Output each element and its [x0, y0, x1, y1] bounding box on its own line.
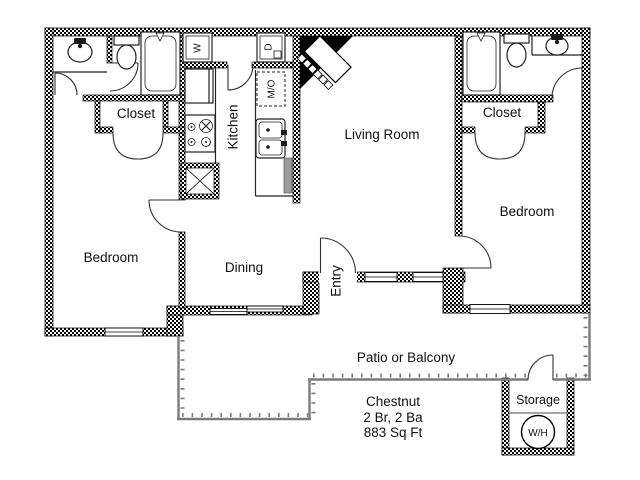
- wall-storage-left: [501, 377, 510, 456]
- wall-closet-left-e: [162, 100, 169, 128]
- window-dining-1: [209, 308, 248, 315]
- tub-faucet-left-icon: [155, 32, 165, 42]
- patio-railing: [177, 313, 591, 421]
- label-water-heater: W/H: [528, 428, 547, 439]
- door-entry: [319, 237, 357, 274]
- label-closet-right: Closet: [483, 105, 522, 120]
- label-patio: Patio or Balcony: [357, 350, 456, 365]
- wall-closet-right-w-foot: [461, 126, 476, 134]
- window-bedroom-left: [104, 327, 144, 337]
- label-storage: Storage: [516, 393, 560, 407]
- label-beds-baths: 2 Br, 2 Ba: [363, 410, 423, 425]
- water-heater-icon: [520, 414, 556, 450]
- label-plan-name: Chestnut: [366, 394, 420, 409]
- wall-kitchen-living-divider: [292, 35, 301, 204]
- door-storage: [527, 354, 554, 381]
- wall-bath-right-bottom: [461, 94, 554, 103]
- wall-right: [581, 27, 591, 314]
- wall-bedroom-right-bottom: [442, 304, 591, 314]
- label-closet-left: Closet: [117, 106, 156, 121]
- label-kitchen: Kitchen: [226, 104, 241, 149]
- wall-closet-left-w-foot: [99, 126, 114, 134]
- bathroom-right: [462, 31, 582, 96]
- wall-bath-left-bottom: [82, 94, 186, 102]
- door-closet-right: [474, 132, 526, 160]
- label-bedroom-right: Bedroom: [500, 204, 555, 219]
- corner-fireplace-icon: [296, 35, 353, 90]
- window-living-1: [364, 272, 398, 282]
- label-entry: Entry: [329, 265, 344, 297]
- toilet-left-bowl: [116, 44, 137, 70]
- door-bath-left: [54, 72, 78, 96]
- tub-faucet-right-icon: [476, 32, 486, 42]
- kitchen-sink-icon: [255, 118, 287, 159]
- door-laundry: [227, 64, 254, 91]
- window-bedroom-right: [469, 304, 511, 314]
- toilet-left-tank: [113, 35, 140, 46]
- window-dining-2: [246, 305, 284, 313]
- window-living-2: [412, 272, 444, 282]
- label-living-room: Living Room: [344, 127, 419, 142]
- doors: [54, 62, 583, 381]
- wall-vanity-divider: [106, 35, 113, 64]
- faucet-left-icon: [74, 38, 86, 44]
- wall-closet-left-w: [94, 100, 101, 134]
- wall-closet-right-e: [537, 101, 546, 128]
- dishwasher-icon: [283, 157, 293, 194]
- faucet-right-icon: [551, 34, 563, 40]
- interior-walls: [82, 35, 554, 309]
- front-door-opening: [319, 271, 357, 283]
- toilet-right-tank: [503, 33, 530, 44]
- door-closet-left: [112, 132, 164, 160]
- door-bath-right: [551, 67, 583, 99]
- toilet-right-bowl: [506, 42, 527, 68]
- door-bedroom-right: [458, 235, 492, 269]
- wall-left: [44, 27, 54, 337]
- pantry-icon: [180, 162, 220, 200]
- label-washer: W: [193, 43, 204, 53]
- label-bedroom-left: Bedroom: [84, 250, 139, 265]
- bathroom-left: [53, 31, 181, 96]
- stove-icon: [184, 114, 216, 153]
- refrigerator-icon: [184, 68, 214, 104]
- label-dryer: D: [264, 43, 275, 50]
- windows: [104, 272, 511, 337]
- wall-divider-right: [454, 35, 463, 237]
- kitchen-fixtures: [180, 32, 293, 200]
- wall-closet-left-e-foot: [162, 126, 186, 134]
- storage-fixtures: [509, 412, 567, 450]
- wall-closet-right-e-foot: [524, 126, 546, 134]
- label-area: 883 Sq Ft: [364, 425, 423, 440]
- wall-divider-left-lower: [178, 231, 186, 309]
- label-dining: Dining: [225, 260, 263, 275]
- label-microwave: M/O: [267, 79, 278, 98]
- microwave-icon: [256, 71, 286, 107]
- wall-dryer-closet: [251, 61, 294, 69]
- room-labels: Closet Closet Kitchen Living Room Bedroo…: [84, 43, 560, 440]
- wall-storage-right: [566, 377, 575, 456]
- wall-washer-closet: [184, 61, 228, 69]
- door-bedroom-left: [148, 199, 182, 233]
